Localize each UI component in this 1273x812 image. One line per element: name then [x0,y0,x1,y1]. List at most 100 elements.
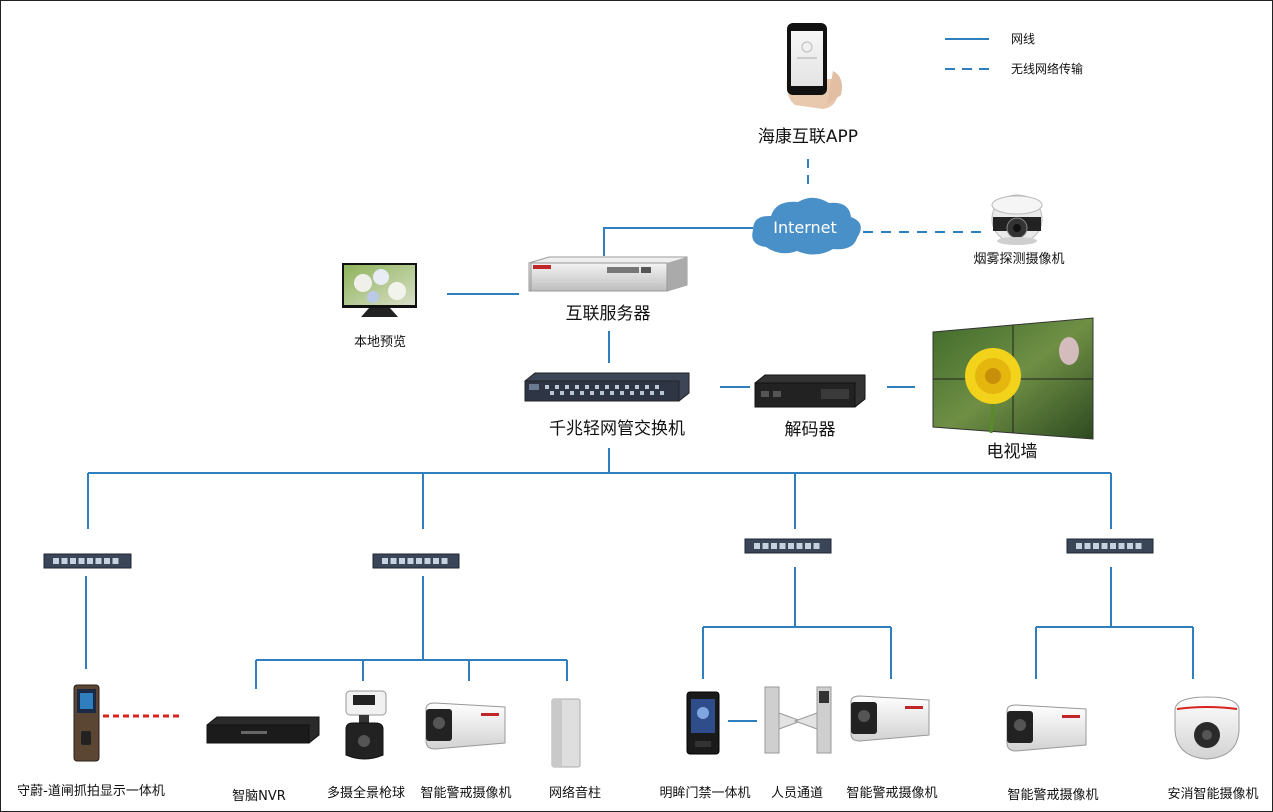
internet-cloud-icon [752,197,861,255]
switch-port [754,543,760,549]
switch-port [78,558,85,564]
links [85,159,1194,722]
switch-port [550,391,554,395]
decoder-icon [754,374,866,408]
switch-port [660,391,664,395]
switch-port [605,385,609,389]
access-terminal-label: 明眸门禁一体机 [659,785,750,801]
dome-camera-label: 安消智能摄像机 [1167,787,1258,802]
switch-port [53,558,59,564]
speaker-icon [551,698,581,768]
switch-port [620,391,624,395]
switch-port [1110,543,1116,549]
switch-port [640,391,644,395]
smoke-camera-icon [991,194,1043,245]
switch-port [570,391,574,395]
video-wall-label: 电视墙 [987,442,1038,462]
video-wall-icon [932,317,1094,440]
switch-port [796,543,803,549]
switch-port [112,558,119,564]
switch-port [424,558,431,564]
server-icon [528,256,688,292]
smart-camera-1-icon [425,702,506,750]
switch-port [1101,543,1108,549]
switch-port [390,558,397,564]
switch-port [399,558,405,564]
switch-port [1076,543,1082,549]
switch-port [407,558,414,564]
monitor-icon [342,263,417,317]
switch-port [560,391,564,395]
access-terminal-icon [686,691,720,755]
core-switch-icon [524,372,690,402]
switch-port [590,391,594,395]
switch-port [813,543,820,549]
switch-port [762,543,769,549]
switch-port [630,391,634,395]
switch-port [382,558,388,564]
switch-port [441,558,448,564]
switch-port [600,391,604,395]
switch-port [635,385,639,389]
access-switch-3-icon [744,538,832,554]
legend: 网线 无线网络传输 [945,32,1083,76]
switch-port [615,385,619,389]
switch-port [585,385,589,389]
switch-port [595,385,599,389]
gate-terminal-icon [73,684,100,762]
switch-port [1127,543,1133,549]
switch-port [655,385,659,389]
phone-icon [786,23,842,109]
gate-terminal-label: 守蔚-道闸抓拍显示一体机 [17,784,165,799]
dome-camera-icon [1174,696,1240,760]
switch-port [1135,543,1142,549]
smart-camera-3-icon [1006,704,1087,752]
nvr-label: 智脑NVR [232,789,286,804]
switch-port [104,558,110,564]
turnstile-icon [764,686,832,754]
speaker-label: 网络音柱 [549,785,601,801]
access-switch-1-icon [43,553,132,569]
legend-wireless-label: 无线网络传输 [1011,61,1083,76]
decoder-label: 解码器 [785,420,836,440]
smoke-camera-label: 烟雾探测摄像机 [973,252,1064,267]
switch-port [771,543,777,549]
switch-port [575,385,579,389]
smart-camera-2-label: 智能警戒摄像机 [846,785,937,801]
internet-label: Internet [773,218,837,237]
switch-port [645,385,649,389]
switch-port [416,558,422,564]
nvr-icon [206,716,320,744]
switch-port [565,385,569,389]
turnstile-label: 人员通道 [771,786,823,801]
switch-port [1093,543,1099,549]
ptz-camera-icon [345,690,387,760]
switch-port [1118,543,1125,549]
link-internet-server [603,227,753,256]
legend-wired-label: 网线 [1011,32,1035,46]
ptz-camera-label: 多摄全景枪球 [327,785,405,801]
switch-port [805,543,811,549]
switch-port [545,385,549,389]
app-label: 海康互联APP [758,127,858,147]
server-label: 互联服务器 [566,304,651,324]
local-preview-label: 本地预览 [354,334,406,350]
switch-port [555,385,559,389]
switch-port [433,558,439,564]
switch-port [625,385,629,389]
switch-port [87,558,93,564]
switch-port [70,558,76,564]
switch-port [580,391,584,395]
switch-port [788,543,794,549]
smart-camera-1-label: 智能警戒摄像机 [420,785,511,801]
access-switch-4-icon [1066,538,1154,554]
switch-port [610,391,614,395]
access-switch-2-icon [372,553,460,569]
switch-port [61,558,68,564]
switch-port [650,391,654,395]
smart-camera-2-icon [850,695,930,742]
smart-camera-3-label: 智能警戒摄像机 [1007,787,1098,803]
switch-port [1084,543,1091,549]
